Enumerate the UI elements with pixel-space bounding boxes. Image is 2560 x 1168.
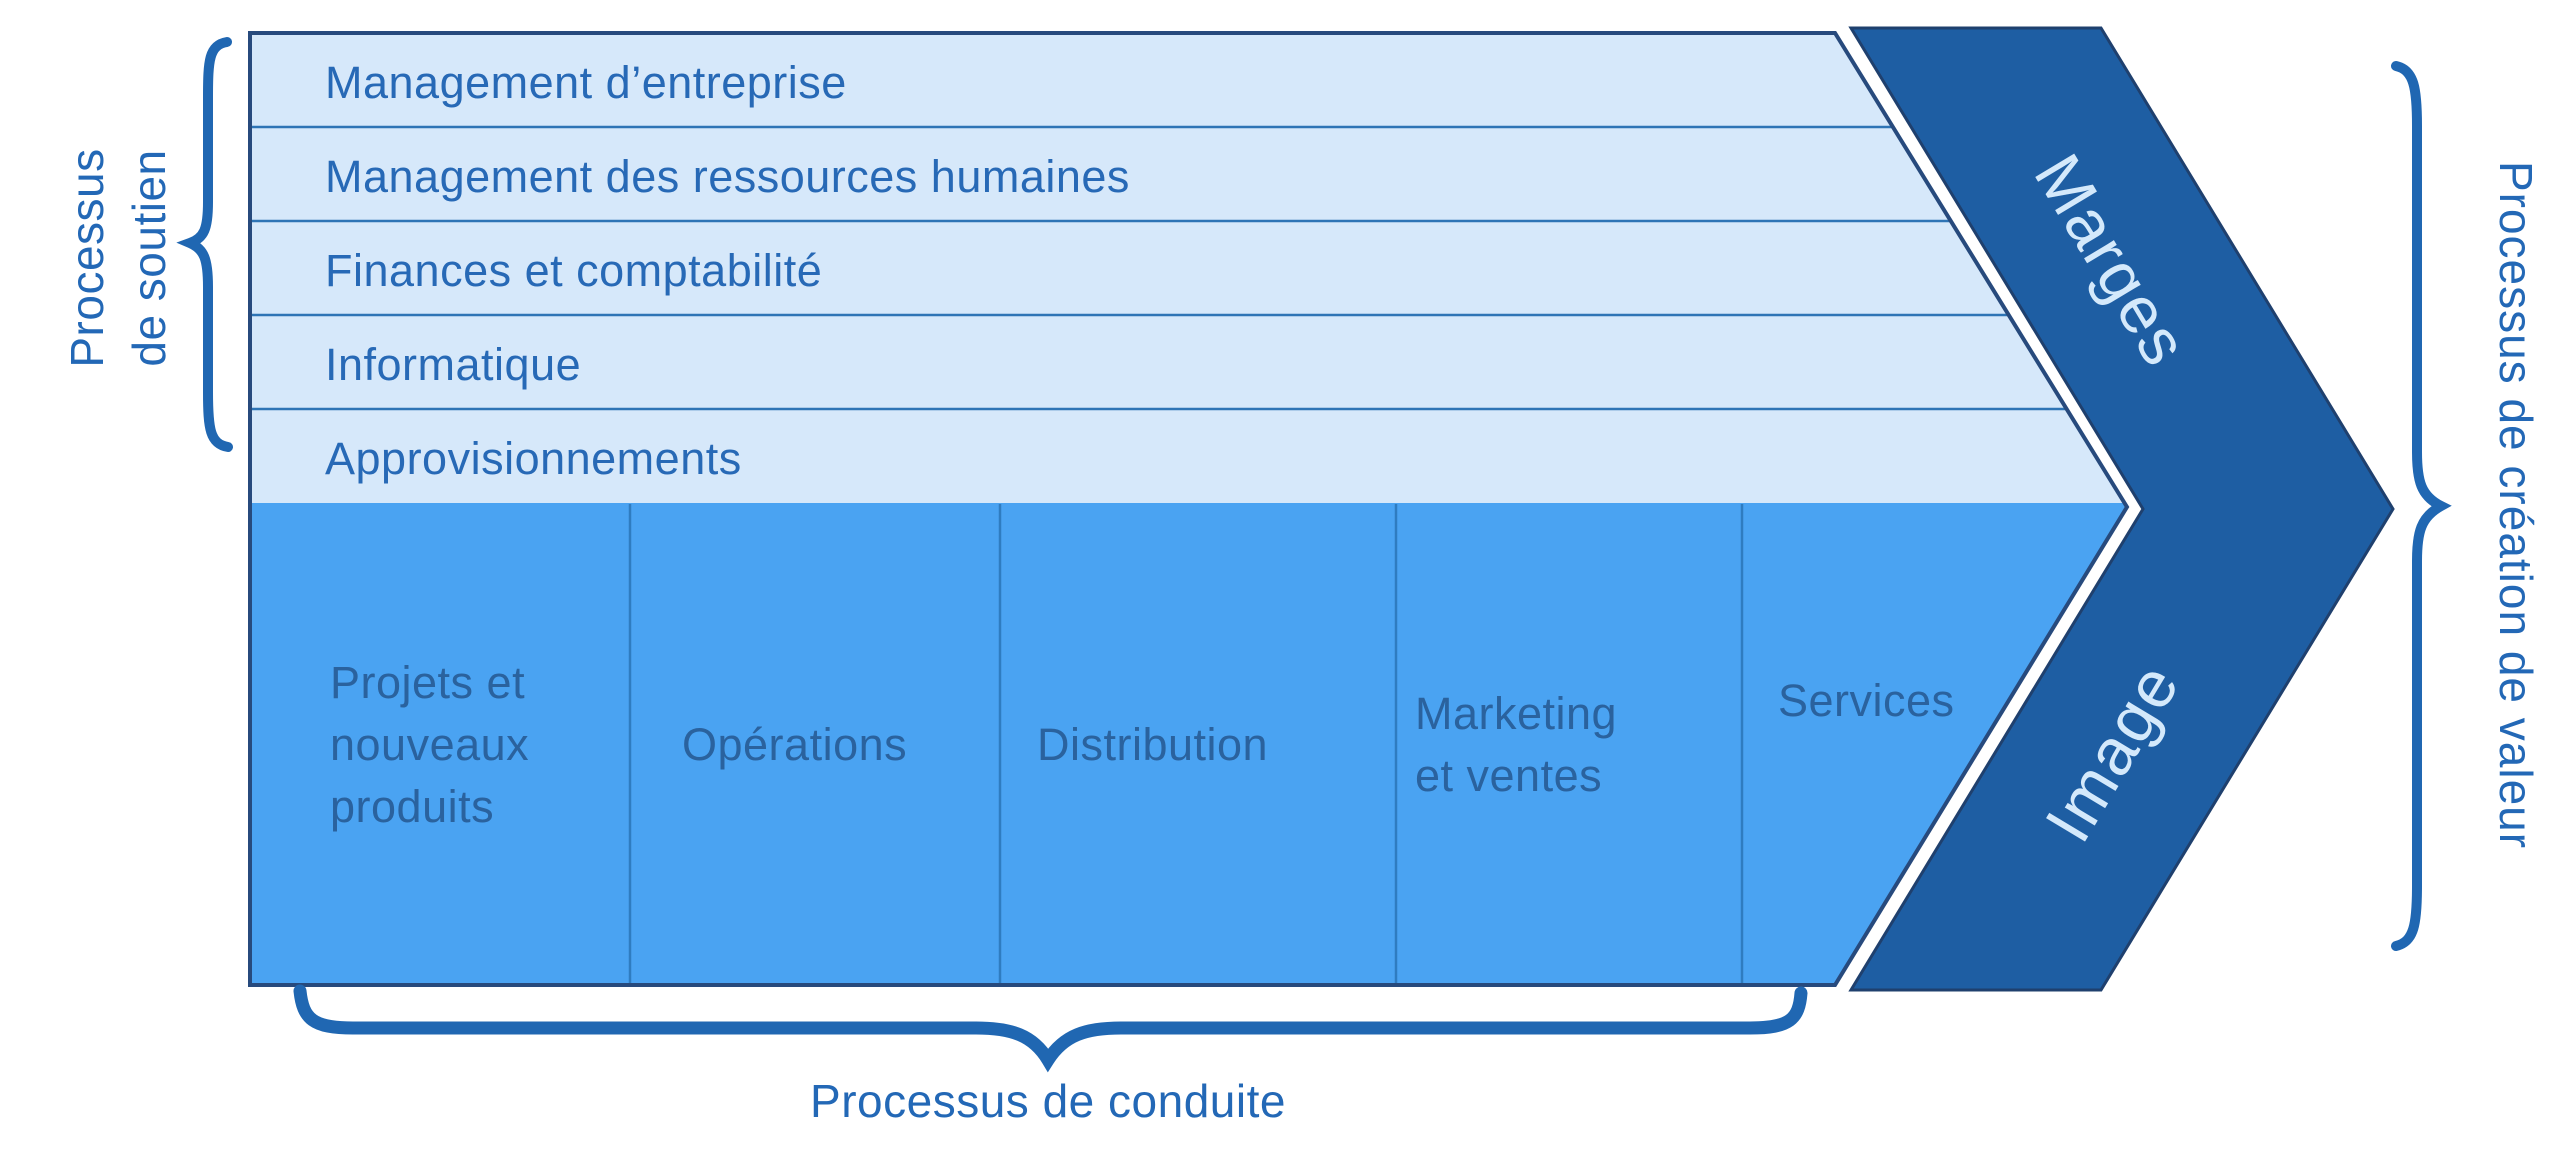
col-label-operations: Opérations [682, 719, 907, 770]
chevron-band [1848, 26, 2395, 992]
left-annotation: Processus de soutien [61, 148, 175, 367]
col-label-distribution: Distribution [1037, 719, 1268, 770]
row-label-approvisionnements: Approvisionnements [325, 433, 742, 484]
row-label-management-entreprise: Management d’entreprise [325, 57, 847, 108]
column-separators [628, 504, 1744, 984]
right-brace [2391, 61, 2452, 951]
col-label-marketing-ventes: Marketing et ventes [1415, 688, 1630, 801]
arrow-outline [248, 31, 2130, 987]
col-label-services: Services [1778, 675, 1955, 726]
col-label-projets: Projets et nouveaux produits [330, 657, 542, 832]
left-brace [176, 37, 233, 452]
primary-columns-background [250, 503, 2127, 985]
row-label-finances-comptabilite: Finances et comptabilité [325, 245, 822, 296]
row-label-ressources-humaines: Management des ressources humaines [325, 151, 1130, 202]
bottom-annotation: Processus de conduite [810, 1075, 1286, 1127]
left-annotation-line1: Processus [61, 148, 113, 367]
right-annotation: Processus de création de valeur [2490, 161, 2542, 849]
bottom-brace [293, 984, 1808, 1073]
row-label-informatique: Informatique [325, 339, 581, 390]
left-annotation-line2: de soutien [123, 149, 175, 366]
support-row-labels: Management d’entreprise Management des r… [325, 57, 1130, 484]
row-separators [251, 125, 2127, 411]
primary-column-labels: Projets et nouveaux produits Opérations … [330, 657, 1955, 832]
